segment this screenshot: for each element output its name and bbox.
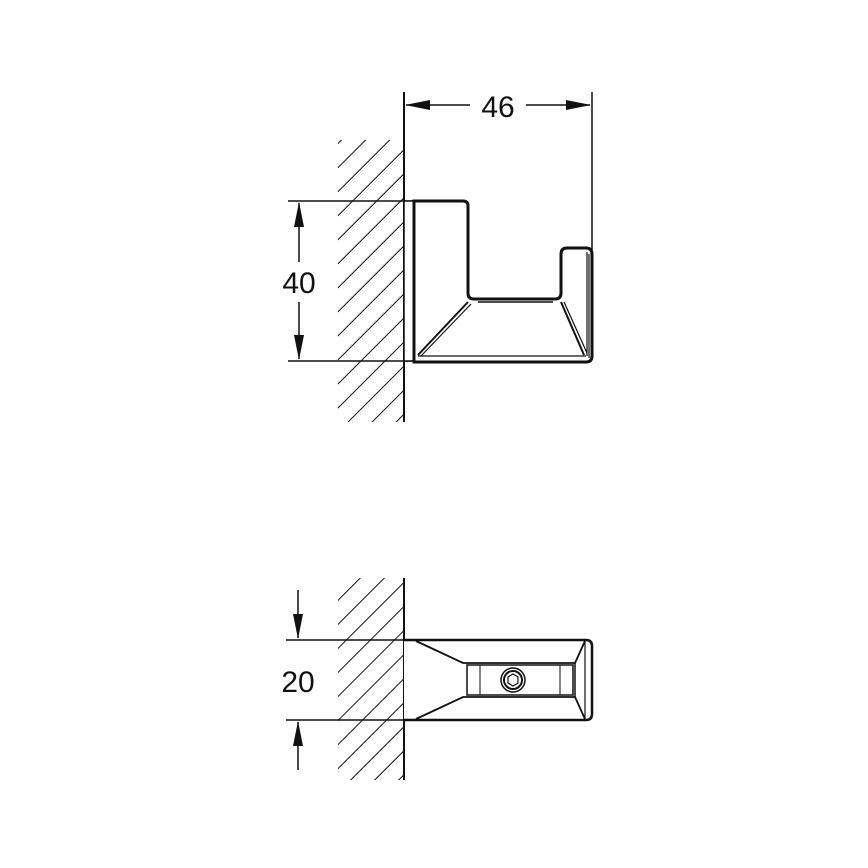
dimension-20: 20 (281, 590, 416, 770)
dimension-label-40: 40 (282, 267, 315, 300)
dimension-40: 40 (282, 200, 416, 362)
wall-hatch-bottom (338, 578, 405, 780)
hook-profile (403, 199, 594, 364)
dimension-46: 46 (405, 91, 593, 250)
side-view: 46 40 (282, 91, 594, 422)
dimension-label-20: 20 (281, 666, 314, 699)
dimension-label-46: 46 (481, 91, 514, 124)
top-view: 20 (281, 578, 594, 780)
wall-hatch-top (338, 92, 405, 422)
hex-screw-icon (500, 667, 526, 693)
hook-top (403, 638, 594, 722)
